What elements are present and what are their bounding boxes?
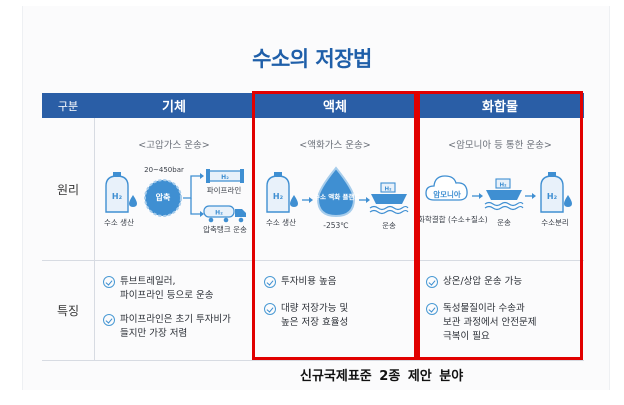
svg-text:H₂: H₂: [499, 183, 507, 189]
hydrogen-tank-icon: H₂: [105, 172, 129, 213]
arrow-right-icon: [302, 197, 313, 203]
gas-feature-1: 튜브트레일러, 파이프라인 등으로 운송: [103, 275, 253, 303]
compound-ammonia-label: 암모니아: [433, 190, 461, 199]
footnote: 신규국제표준 2종 제안 분야: [300, 369, 464, 384]
gas-tube-trailer-caption: 압축탱크 운송: [203, 225, 247, 234]
liquid-feature-2: 대량 저장가능 및 높은 저장 효율성: [264, 302, 414, 330]
liquefaction-drop-icon: [316, 166, 356, 218]
check-circle-icon: [264, 303, 276, 315]
svg-text:H₂: H₂: [221, 174, 229, 181]
compound-feature-1: 상온/상압 운송 가능: [426, 275, 581, 289]
header-gas: 기체: [94, 93, 254, 118]
row-label-principle: 원리: [56, 182, 80, 197]
ship-icon: H₂: [369, 182, 409, 215]
row-label-features: 특징: [56, 303, 80, 318]
grid-divider: [42, 360, 584, 361]
check-circle-icon: [103, 276, 115, 288]
droplet-icon: [564, 195, 572, 207]
liquid-temperature-label: -253℃: [323, 221, 349, 230]
grid-divider: [94, 118, 95, 361]
svg-text:H₂: H₂: [112, 192, 123, 201]
svg-text:H₂: H₂: [547, 192, 558, 201]
compound-bond-caption: 화학결합 (수소+질소): [418, 215, 488, 224]
flow-arrows: [183, 173, 204, 217]
liquid-transport-caption: 운송: [382, 221, 396, 230]
tube-trailer-icon: H₂: [203, 205, 246, 223]
header-category: 구분: [42, 93, 94, 118]
header-liquid: 액체: [254, 93, 416, 118]
liquid-plant-label: 수소 액화 플랜트: [314, 193, 361, 201]
droplet-icon: [290, 195, 298, 207]
compound-subtitle: <암모니아 등 통한 운송>: [448, 140, 552, 151]
gas-compress-label: 압축: [155, 193, 171, 202]
check-circle-icon: [426, 303, 438, 315]
gas-production-caption: 수소 생산: [104, 218, 134, 227]
pipeline-icon: H₂: [206, 169, 244, 183]
liquid-production-caption: 수소 생산: [266, 218, 296, 227]
arrow-right-icon: [359, 197, 370, 203]
grid-divider: [42, 260, 584, 261]
page-title: 수소의 저장법: [252, 47, 372, 71]
hydrogen-tank-icon: H₂: [540, 172, 564, 213]
compound-separation-caption: 수소분리: [541, 218, 569, 227]
arrow-right-icon: [472, 193, 483, 199]
liquid-feature-1: 투자비용 높음: [264, 275, 414, 289]
check-circle-icon: [426, 276, 438, 288]
gas-feature-2: 파이프라인은 초기 투자비가 들지만 가장 저렴: [103, 313, 253, 341]
gas-subtitle: <고압가스 운송>: [138, 140, 210, 151]
svg-text:H₂: H₂: [384, 187, 392, 193]
compound-feature-2: 독성물질이라 수송과 보관 과정에서 안전문제 극복이 필요: [426, 302, 581, 343]
svg-text:H₂: H₂: [215, 210, 223, 217]
gas-pipeline-caption: 파이프라인: [206, 186, 242, 195]
highlight-box-liquid: [252, 91, 417, 360]
header-compound: 화합물: [416, 93, 584, 118]
droplet-icon: [129, 195, 137, 207]
ship-icon: H₂: [484, 178, 524, 211]
check-circle-icon: [264, 276, 276, 288]
hydrogen-tank-icon: H₂: [266, 172, 290, 213]
ammonia-cloud-icon: [425, 175, 468, 201]
compression-circle: [144, 179, 182, 217]
arrow-right-icon: [525, 193, 536, 199]
highlight-box-compound: [417, 91, 583, 360]
gas-pressure-label: 20~450bar: [144, 166, 184, 174]
compound-transport-caption: 운송: [497, 218, 511, 227]
check-circle-icon: [103, 314, 115, 326]
svg-text:H₂: H₂: [273, 192, 284, 201]
liquid-subtitle: <액화가스 운송>: [299, 140, 371, 151]
